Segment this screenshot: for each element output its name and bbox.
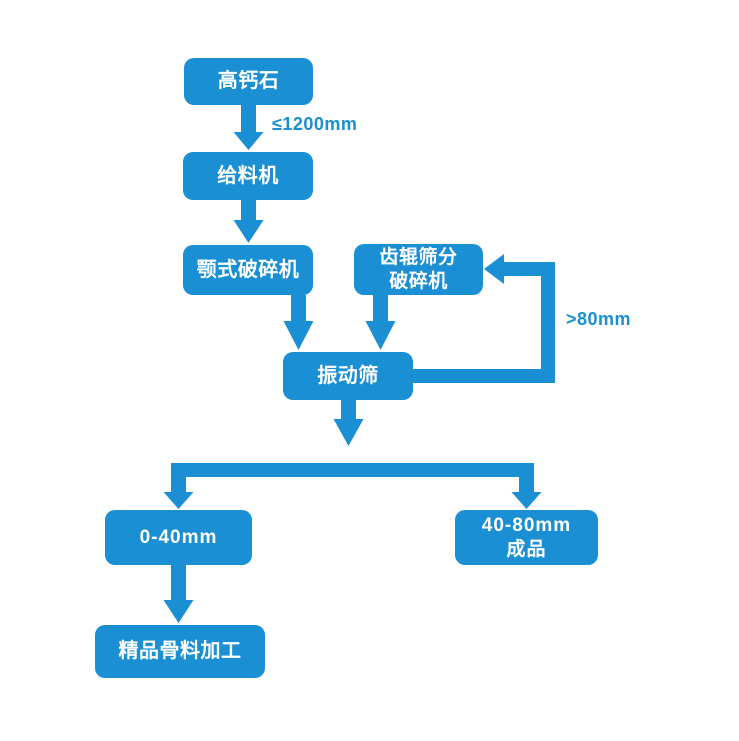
node-product-40-80mm-label-line2: 成品	[506, 538, 547, 560]
edge-label-oversize-return: >80mm	[566, 309, 632, 329]
node-product-40-80mm-label-line1: 40-80mm	[481, 514, 572, 536]
arrow-screen-to-products-split	[163, 400, 542, 509]
arrow-feed-to-feeder	[233, 105, 264, 150]
node-toothed-roll-screen-crusher-label-line2: 破碎机	[389, 270, 448, 292]
node-jaw-crusher-label: 颚式破碎机	[196, 258, 300, 281]
node-jaw-crusher[interactable]: 颚式破碎机	[183, 245, 313, 295]
arrow-roll-crusher-to-vibrating-screen	[365, 295, 396, 350]
node-feeder-label: 给料机	[217, 164, 279, 187]
node-vibrating-screen-label: 振动筛	[317, 364, 379, 387]
arrow-feeder-to-jaw-crusher	[233, 200, 264, 243]
node-fine-aggregate-processing-label: 精品骨料加工	[118, 640, 242, 662]
node-toothed-roll-screen-crusher[interactable]: 齿辊筛分 破碎机	[354, 244, 483, 295]
node-product-40-80mm[interactable]: 40-80mm 成品	[455, 510, 598, 565]
edge-label-feed-size: ≤1200mm	[272, 114, 358, 134]
node-vibrating-screen[interactable]: 振动筛	[283, 352, 413, 400]
arrow-0-40mm-to-fine-aggregate	[163, 565, 194, 623]
node-product-0-40mm[interactable]: 0-40mm	[105, 510, 252, 565]
node-feed-material-label: 高钙石	[217, 70, 280, 92]
node-feed-material[interactable]: 高钙石	[184, 58, 313, 105]
arrow-jaw-crusher-to-vibrating-screen	[283, 295, 314, 350]
node-feeder[interactable]: 给料机	[183, 152, 313, 200]
node-toothed-roll-screen-crusher-label-line1: 齿辊筛分	[379, 246, 458, 268]
node-product-0-40mm-label: 0-40mm	[139, 526, 218, 548]
node-fine-aggregate-processing[interactable]: 精品骨料加工	[95, 625, 265, 678]
